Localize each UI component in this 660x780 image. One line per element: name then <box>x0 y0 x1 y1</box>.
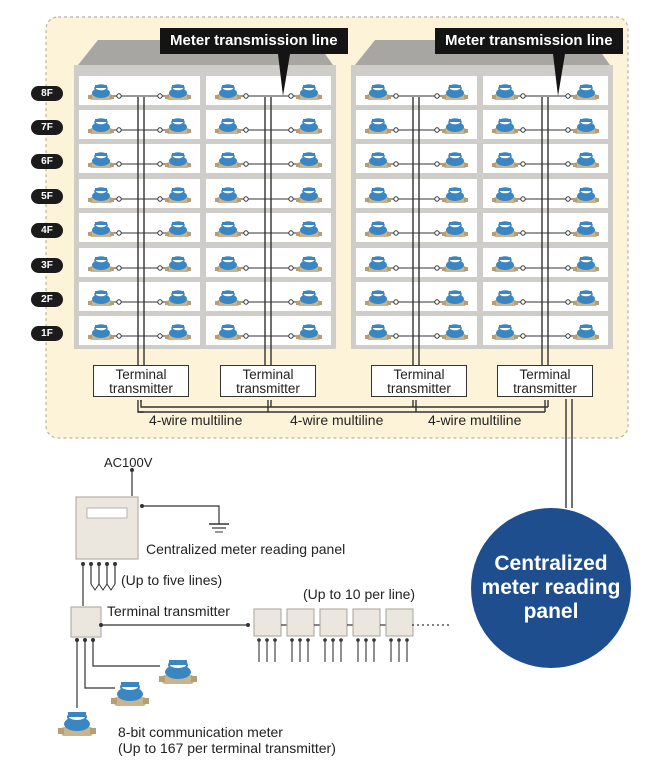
terminal-transmitter-unit <box>385 608 414 637</box>
panel-label: Centralized meter reading panel <box>146 541 346 557</box>
up-to-five-label: (Up to five lines) <box>121 572 223 588</box>
multiline-label: 4-wire multiline <box>290 412 384 428</box>
up-to-ten-label: (Up to 10 per line) <box>303 586 416 602</box>
riser-cables <box>137 97 549 366</box>
terminal-transmitter-unit <box>319 608 348 637</box>
terminal-transmitter-box: Terminal transmitter <box>371 365 467 397</box>
floor-badge: 2F <box>31 292 63 307</box>
floor-badge: 1F <box>31 326 63 341</box>
floor-badge: 8F <box>31 86 63 101</box>
centralized-panel-circle-label: Centralized meter reading panel <box>481 552 621 623</box>
terminal-transmitter-unit <box>253 608 282 637</box>
callout-pointer-right <box>553 54 565 96</box>
terminal-transmitter-box: Terminal transmitter <box>220 365 316 397</box>
terminal-transmitter-unit <box>286 608 315 637</box>
meter-label: 8-bit communication meter <box>118 724 283 740</box>
floor-badge: 6F <box>31 154 63 169</box>
centralized-panel-circle: Centralized meter reading panel <box>471 508 631 668</box>
terminal-transmitter-unit <box>352 608 381 637</box>
floor-badge: 4F <box>31 223 63 238</box>
multiline-cables <box>137 399 573 508</box>
terminal-transmitter-small <box>70 606 102 638</box>
meter-reading-panel <box>75 496 139 560</box>
callout-meter-transmission-line-right: Meter transmission line <box>435 28 623 54</box>
meter-icon <box>110 681 150 707</box>
meter-capacity-label: (Up to 167 per terminal transmitter) <box>118 740 336 756</box>
multiline-label: 4-wire multiline <box>149 412 243 428</box>
callout-meter-transmission-line-left: Meter transmission line <box>160 28 348 54</box>
terminal-transmitter-box: Terminal transmitter <box>93 365 189 397</box>
multiline-label: 4-wire multiline <box>428 412 522 428</box>
floor-badge: 7F <box>31 120 63 135</box>
meter-icon <box>57 711 97 737</box>
lower-schematic <box>57 468 450 737</box>
floor-badge: 3F <box>31 258 63 273</box>
terminal-transmitter-box: Terminal transmitter <box>497 365 593 397</box>
ac-label: AC100V <box>104 455 153 470</box>
terminal-transmitter-label: Terminal transmitter <box>107 603 230 619</box>
callout-pointer-left <box>278 54 290 96</box>
floor-badge: 5F <box>31 189 63 204</box>
meter-icon <box>158 659 198 685</box>
